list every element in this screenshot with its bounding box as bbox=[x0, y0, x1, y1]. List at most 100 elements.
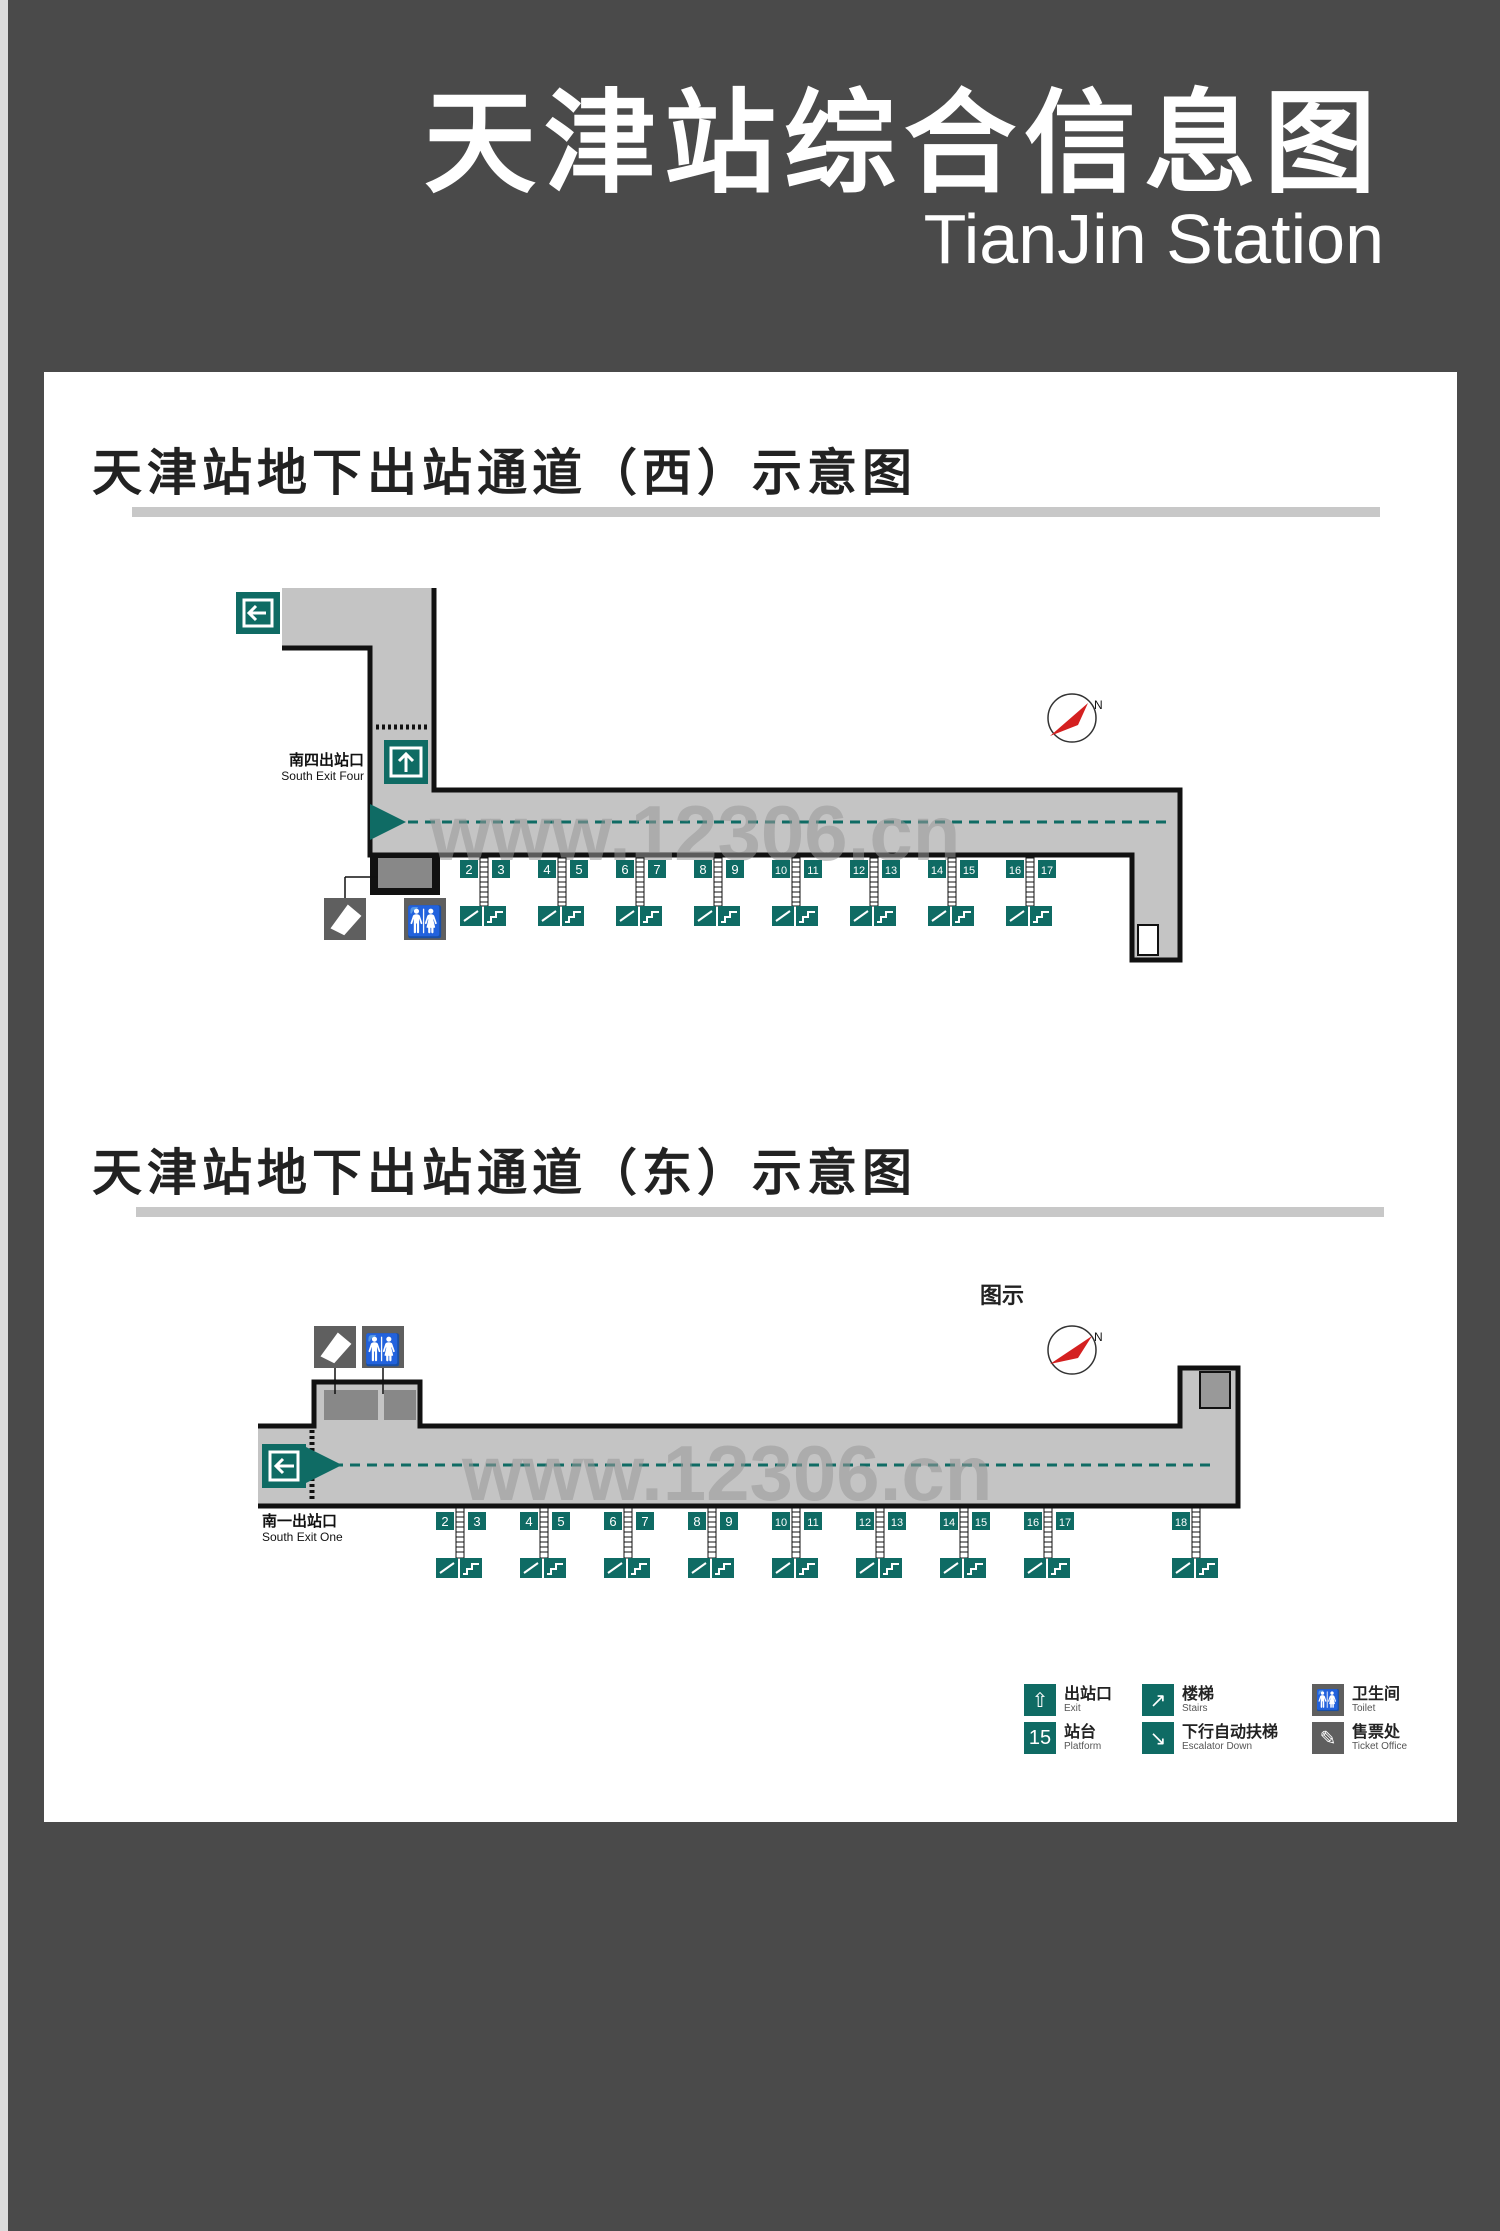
stairs-icon bbox=[1191, 1507, 1201, 1559]
east-office-block bbox=[384, 1390, 416, 1420]
stairs-icon bbox=[707, 1507, 717, 1559]
platform-number-label: 5 bbox=[557, 1514, 564, 1529]
exit-icon-arrow bbox=[397, 751, 415, 772]
platform-number-icon[interactable] bbox=[492, 860, 510, 878]
platform-number-icon[interactable] bbox=[726, 860, 744, 878]
stairs-glyph bbox=[715, 1563, 731, 1575]
stairs-glyph bbox=[721, 911, 737, 923]
platform-number-icon[interactable] bbox=[648, 860, 666, 878]
platform-number-label: 16 bbox=[1027, 1517, 1039, 1529]
platform-number-icon[interactable] bbox=[720, 1512, 738, 1530]
toilet-icon[interactable] bbox=[362, 1326, 404, 1368]
platform-number-icon[interactable] bbox=[888, 1512, 906, 1530]
platform-number-icon[interactable] bbox=[616, 860, 634, 878]
stairs-glyph bbox=[799, 1563, 815, 1575]
platform-number-icon[interactable] bbox=[972, 1512, 990, 1530]
east-office-block bbox=[324, 1390, 378, 1420]
platform-number-icon[interactable] bbox=[804, 860, 822, 878]
platform-number-label: 17 bbox=[1059, 1517, 1071, 1529]
platform-number-icon[interactable] bbox=[1172, 1512, 1190, 1530]
west-exit-label-en: South Exit Four bbox=[281, 769, 364, 783]
platform-number-icon[interactable] bbox=[552, 1512, 570, 1530]
stairs-icon bbox=[959, 1507, 969, 1559]
west-stair-end bbox=[1137, 924, 1159, 956]
east-compass: N bbox=[1047, 1325, 1103, 1375]
platform-number-icon[interactable] bbox=[636, 1512, 654, 1530]
escalator-glyph bbox=[619, 910, 635, 922]
west-exit-label: 南四出站口 bbox=[289, 751, 364, 769]
platform-number-icon[interactable] bbox=[928, 860, 946, 878]
platform-number-icon[interactable] bbox=[1038, 860, 1056, 878]
platform-number-label: 16 bbox=[1009, 865, 1021, 877]
escalator-glyph bbox=[931, 910, 947, 922]
stairs-glyph bbox=[487, 911, 503, 923]
platform-number-icon[interactable] bbox=[468, 1512, 486, 1530]
platform-number-label: 6 bbox=[621, 862, 628, 877]
escalator-glyph bbox=[1009, 910, 1025, 922]
stairs-glyph bbox=[463, 1563, 479, 1575]
ticket-office-icon: ✎ bbox=[1312, 1722, 1344, 1754]
escalator-glyph bbox=[607, 1562, 623, 1574]
platform-number-icon[interactable] bbox=[856, 1512, 874, 1530]
escalator-glyph bbox=[541, 910, 557, 922]
platform-number-icon[interactable] bbox=[570, 860, 588, 878]
platform-number-icon[interactable] bbox=[1006, 860, 1024, 878]
platform-number-icon[interactable] bbox=[538, 860, 556, 878]
platform-number-icon[interactable] bbox=[604, 1512, 622, 1530]
platform-number-label: 12 bbox=[853, 865, 865, 877]
east-watermark: www.12306.cn bbox=[461, 1429, 992, 1517]
east-section-title: 天津站地下出站通道（东）示意图 bbox=[92, 1144, 917, 1202]
ticket-office-glyph bbox=[320, 1332, 352, 1364]
left-edge-strip bbox=[0, 0, 8, 2231]
platform-number-label: 4 bbox=[525, 1514, 532, 1529]
platform-number-icon[interactable] bbox=[460, 860, 478, 878]
platform-number-label: 17 bbox=[1041, 865, 1053, 877]
platform-number-icon[interactable] bbox=[1056, 1512, 1074, 1530]
platform-number-label: 8 bbox=[693, 1514, 700, 1529]
exit-icon-arrow bbox=[273, 1457, 294, 1475]
stairs-glyph bbox=[631, 1563, 647, 1575]
toilet-icon[interactable] bbox=[404, 898, 446, 940]
legend-label: 下行自动扶梯 bbox=[1182, 1722, 1279, 1741]
legend-title: 图示 bbox=[980, 1284, 1025, 1309]
legend-label-en: Stairs bbox=[1182, 1703, 1208, 1714]
platform-number-icon[interactable] bbox=[1024, 1512, 1042, 1530]
west-title-rule bbox=[132, 507, 1380, 517]
platform-number-icon[interactable] bbox=[940, 1512, 958, 1530]
platform-number-icon[interactable] bbox=[772, 1512, 790, 1530]
east-exit-label: 南一出站口 bbox=[262, 1512, 337, 1530]
page-title: 天津站综合信息图 bbox=[424, 79, 1384, 209]
platform-number-label: 6 bbox=[609, 1514, 616, 1529]
platform-number-label: 15 bbox=[963, 865, 975, 877]
platform-number-icon[interactable] bbox=[520, 1512, 538, 1530]
platform-number-label: 18 bbox=[1175, 1517, 1187, 1529]
platform-number-label: 15 bbox=[975, 1517, 987, 1529]
platform-number-icon[interactable] bbox=[436, 1512, 454, 1530]
stairs-glyph bbox=[643, 911, 659, 923]
legend-label-en: Toilet bbox=[1352, 1703, 1376, 1714]
platform-number-icon[interactable] bbox=[882, 860, 900, 878]
platform-number-label: 9 bbox=[731, 862, 738, 877]
east-corridor-wall bbox=[258, 1365, 1241, 1509]
platform-number-label: 8 bbox=[699, 862, 706, 877]
legend-label: 出站口 bbox=[1064, 1684, 1113, 1703]
platform-number-icon[interactable] bbox=[804, 1512, 822, 1530]
west-corridor-shape bbox=[282, 588, 1180, 960]
platform-number-icon[interactable] bbox=[850, 860, 868, 878]
platform-number-icon[interactable] bbox=[960, 860, 978, 878]
stairs-glyph bbox=[1051, 1563, 1067, 1575]
escalator-glyph bbox=[853, 910, 869, 922]
platform-number-icon[interactable] bbox=[688, 1512, 706, 1530]
platform-number-label: 2 bbox=[465, 862, 472, 877]
platform-number-icon[interactable] bbox=[694, 860, 712, 878]
platform-number-label: 7 bbox=[653, 862, 660, 877]
platform-number-label: 14 bbox=[943, 1517, 955, 1529]
platform-number-icon[interactable] bbox=[772, 860, 790, 878]
escalator-down-icon: ↘ bbox=[1142, 1722, 1174, 1754]
exit-icon-frame bbox=[389, 746, 423, 778]
west-station-block-inner bbox=[378, 858, 432, 888]
